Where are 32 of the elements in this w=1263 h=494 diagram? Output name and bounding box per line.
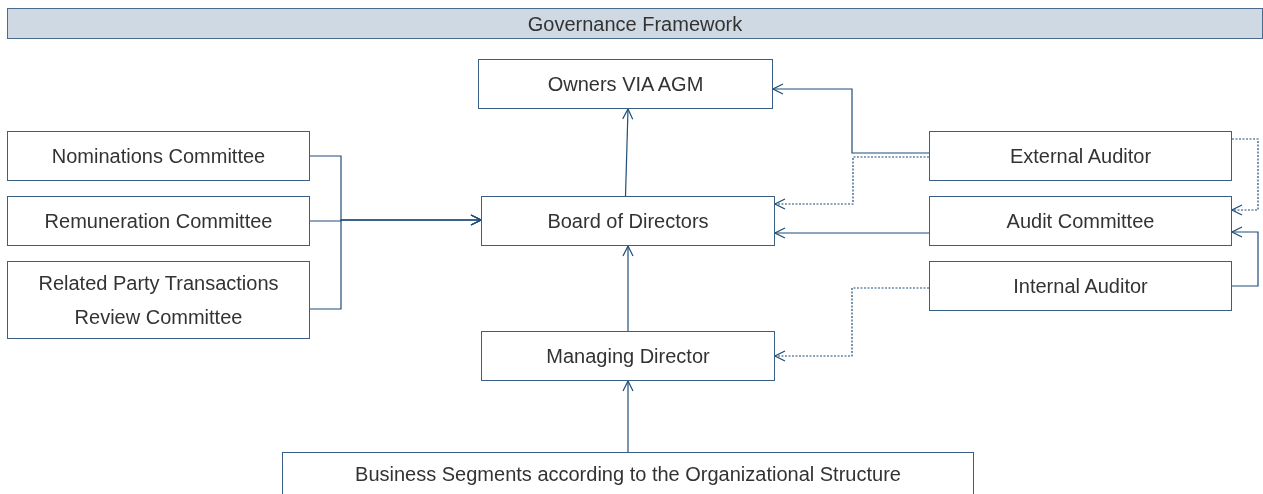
box-label: External Auditor	[1009, 144, 1152, 169]
box-label: Internal Auditor	[1013, 274, 1148, 299]
band-title: Governance Framework	[527, 11, 743, 37]
box-label: Board of Directors	[547, 209, 709, 234]
box-label: Remuneration Committee	[44, 209, 273, 234]
box-label: Nominations Committee	[51, 144, 266, 169]
box-label: Managing Director	[546, 344, 710, 369]
header-band	[7, 8, 1263, 39]
connector-arrow	[622, 108, 634, 197]
box-label: Audit Committee	[1006, 209, 1155, 234]
process-box	[7, 131, 310, 181]
process-box	[282, 452, 974, 494]
process-box	[929, 196, 1232, 246]
process-box	[481, 196, 775, 246]
process-box	[929, 261, 1232, 311]
process-box	[929, 131, 1232, 181]
process-box	[478, 59, 773, 109]
connector-arrow	[309, 214, 482, 310]
process-box	[481, 331, 775, 381]
connector-arrow	[622, 245, 634, 332]
box-label: Related Party Transactions Review Committee	[37, 271, 280, 330]
box-label: Owners VIA AGM	[547, 72, 704, 97]
connector-arrow	[772, 83, 930, 154]
connector-arrow	[774, 156, 930, 210]
box-label: Business Segments according to the Organizational Structure	[355, 462, 901, 487]
connector-arrow	[622, 380, 634, 453]
connector-arrow	[774, 227, 930, 239]
process-box	[7, 261, 310, 339]
connector-arrow	[1231, 138, 1259, 216]
process-box	[7, 196, 310, 246]
connector-arrow	[774, 287, 930, 362]
connector-arrow	[1231, 226, 1259, 287]
